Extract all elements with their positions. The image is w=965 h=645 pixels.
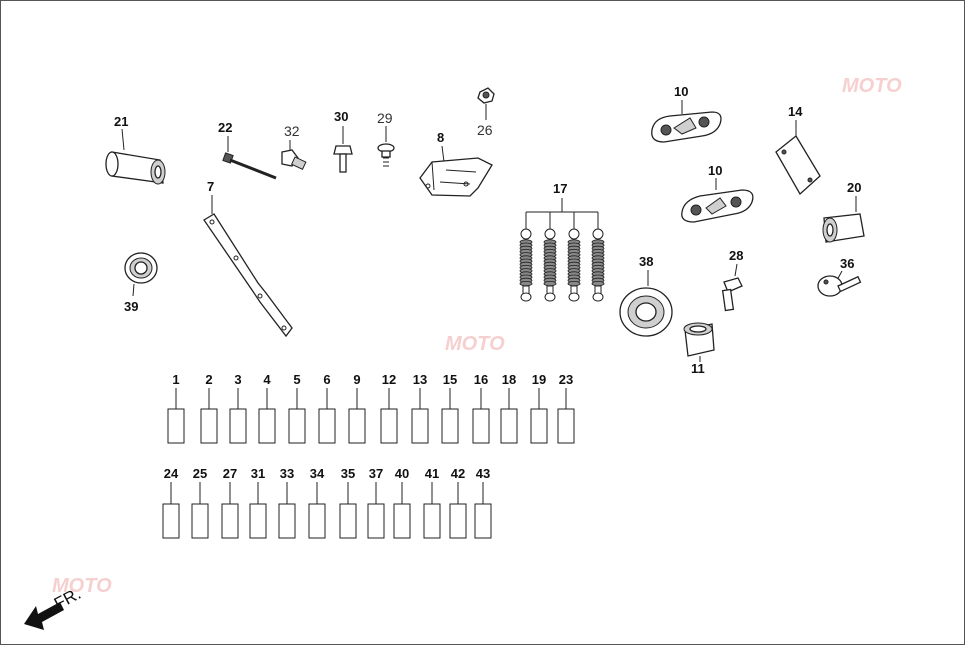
part-39-seal-ring [124, 252, 158, 297]
front-direction-arrow [24, 602, 64, 630]
callout-26: 26 [477, 122, 493, 138]
callout-38: 38 [639, 254, 653, 269]
svg-text:MOTO: MOTO [445, 333, 505, 355]
grid-callout: 18 [502, 372, 516, 387]
grid-callout: 27 [223, 466, 237, 481]
part-placeholder-box [318, 408, 336, 444]
part-29-screw [377, 126, 395, 167]
part-placeholder-box [472, 408, 490, 444]
callout-14: 14 [788, 104, 803, 119]
part-placeholder-box [393, 503, 411, 539]
callout-36: 36 [840, 256, 854, 271]
part-placeholder-box [339, 503, 357, 539]
grid-callout: 19 [532, 372, 546, 387]
grid-callout: 34 [310, 466, 325, 481]
callout-7: 7 [207, 179, 214, 194]
callout-10-lower: 10 [708, 163, 722, 178]
spring [591, 228, 605, 302]
part-38-bearing [619, 270, 673, 337]
part-10-plate-upper [651, 100, 722, 143]
part-placeholder-box [530, 408, 548, 444]
grid-callout: 24 [164, 466, 179, 481]
callout-20: 20 [847, 180, 861, 195]
grid-callout: 35 [341, 466, 355, 481]
part-placeholder-box [423, 503, 441, 539]
part-placeholder-box [288, 408, 306, 444]
grid-callout: 6 [323, 372, 330, 387]
callout-22: 22 [218, 120, 232, 135]
part-placeholder-box [449, 503, 467, 539]
part-7-long-bracket [203, 195, 293, 338]
spring [519, 228, 533, 302]
part-placeholder-box [411, 408, 429, 444]
grid-callout: 40 [395, 466, 409, 481]
callout-11: 11 [691, 361, 705, 376]
grid-callout: 37 [369, 466, 383, 481]
grid-callout: 23 [559, 372, 573, 387]
part-placeholder-box [167, 408, 185, 444]
grid-callout: 25 [193, 466, 207, 481]
grid-callout: 4 [263, 372, 271, 387]
part-placeholder-box [200, 408, 218, 444]
part-26-nut [477, 87, 495, 120]
callout-8: 8 [437, 130, 444, 145]
grid-callout: 31 [251, 466, 265, 481]
svg-text:MOTO: MOTO [52, 575, 112, 597]
part-placeholder-box [474, 503, 492, 539]
part-21-sleeve [105, 128, 166, 185]
callout-28: 28 [729, 248, 743, 263]
callout-29: 29 [377, 110, 393, 126]
grid-callout: 33 [280, 466, 294, 481]
part-10-plate-lower [681, 178, 754, 223]
part-placeholder-box [348, 408, 366, 444]
part-placeholder-box [162, 503, 180, 539]
part-placeholder-box [441, 408, 459, 444]
grid-callout: 2 [205, 372, 212, 387]
callout-30: 30 [334, 109, 348, 124]
grid-callout: 9 [353, 372, 360, 387]
part-28-bolt [721, 263, 743, 312]
grid-callout: 15 [443, 372, 457, 387]
grid-callout: 42 [451, 466, 465, 481]
spring [543, 228, 557, 302]
part-22-long-bolt [222, 136, 277, 180]
part-placeholder-box [500, 408, 518, 444]
grid-callout: 1 [172, 372, 179, 387]
part-placeholder-box [367, 503, 385, 539]
grid-callout: 41 [425, 466, 439, 481]
part-placeholder-box [249, 503, 267, 539]
callout-10-upper: 10 [674, 84, 688, 99]
callout-32: 32 [284, 123, 300, 139]
callout-21: 21 [114, 114, 128, 129]
callout-39: 39 [124, 299, 138, 314]
part-8-bracket [419, 145, 493, 197]
part-36-knob [817, 270, 862, 297]
grid-callout: 3 [234, 372, 241, 387]
part-17-springs [519, 198, 605, 302]
grid-callout: 13 [413, 372, 427, 387]
grid-callout: 12 [382, 372, 396, 387]
part-30-bolt [333, 126, 353, 173]
part-11-bushing [683, 322, 715, 362]
part-14-plate [775, 120, 821, 196]
svg-text:MOTO: MOTO [842, 75, 902, 97]
part-placeholder-box [278, 503, 296, 539]
part-placeholder-box [258, 408, 276, 444]
grid-callout: 43 [476, 466, 490, 481]
part-20-bushing [822, 196, 865, 243]
part-32-bolt [281, 140, 307, 170]
part-placeholder-box [229, 408, 247, 444]
part-placeholder-box [221, 503, 239, 539]
grid-callout: 16 [474, 372, 488, 387]
part-placeholder-box [308, 503, 326, 539]
callout-17: 17 [553, 181, 567, 196]
grid-callout: 5 [293, 372, 300, 387]
part-placeholder-box [557, 408, 575, 444]
watermark-logo: MOTO MOTO MOTO [52, 75, 902, 597]
part-placeholder-box [380, 408, 398, 444]
part-placeholder-box [191, 503, 209, 539]
spring [567, 228, 581, 302]
